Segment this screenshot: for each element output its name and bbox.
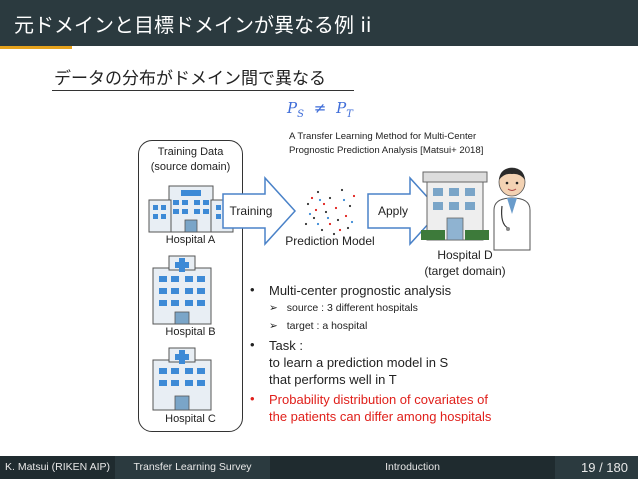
- training-data-title: Training Data (source domain): [150, 146, 231, 173]
- hospital-d-name: Hospital D: [437, 248, 493, 262]
- hospital-b-label: Hospital B: [165, 326, 216, 338]
- bullet-sub-item-1: ➢ source : 3 different hospitals: [269, 302, 418, 314]
- prediction-model-scatter: [304, 188, 356, 236]
- hospital-a-label: Hospital A: [165, 234, 216, 246]
- subtitle-underline: [52, 90, 354, 91]
- training-arrow-icon: [222, 176, 297, 246]
- apply-arrow-icon: [367, 176, 442, 246]
- slide-title: 元ドメインと目標ドメインが異なる例 ii: [14, 13, 372, 37]
- bullet-list: • Multi-center prognostic analysis ➢ sou…: [250, 282, 492, 424]
- footer-author: K. Matsui (RIKEN AIP): [0, 456, 115, 479]
- paper-reference: A Transfer Learning Method for Multi-Cen…: [289, 131, 484, 156]
- page-number: 19 / 180: [581, 460, 628, 475]
- prediction-model-label: Prediction Model: [285, 234, 375, 248]
- slide-footer: K. Matsui (RIKEN AIP) Transfer Learning …: [0, 456, 638, 479]
- arrowhead-icon: ➢: [269, 302, 278, 314]
- hospital-d-label: Hospital D (target domain): [410, 247, 520, 279]
- slide-header: [0, 0, 638, 46]
- footer-section: Introduction: [270, 456, 555, 479]
- arrowhead-icon: ➢: [269, 320, 278, 332]
- distribution-formula: PS ≠ PT: [287, 99, 353, 120]
- formula-neq: ≠: [313, 99, 327, 117]
- hospital-d-icon: [421, 171, 489, 241]
- footer-talk-title: Transfer Learning Survey: [133, 461, 252, 473]
- hospital-c-label: Hospital C: [165, 413, 216, 425]
- hospital-d-domain: (target domain): [424, 264, 506, 278]
- formula-pt: PT: [336, 99, 353, 120]
- formula-ps: PS: [287, 99, 304, 120]
- doctor-icon: [493, 167, 531, 251]
- training-data-box: [138, 140, 243, 432]
- bullet-sub-item-2: ➢ target : a hospital: [269, 320, 368, 332]
- hospital-b-icon: [152, 255, 212, 325]
- hospital-c-icon: [152, 347, 212, 411]
- header-accent-bar: [0, 46, 72, 49]
- training-arrow-label: Training: [229, 204, 273, 218]
- slide-subtitle: データの分布がドメイン間で異なる: [54, 69, 326, 89]
- apply-arrow-label: Apply: [377, 204, 409, 218]
